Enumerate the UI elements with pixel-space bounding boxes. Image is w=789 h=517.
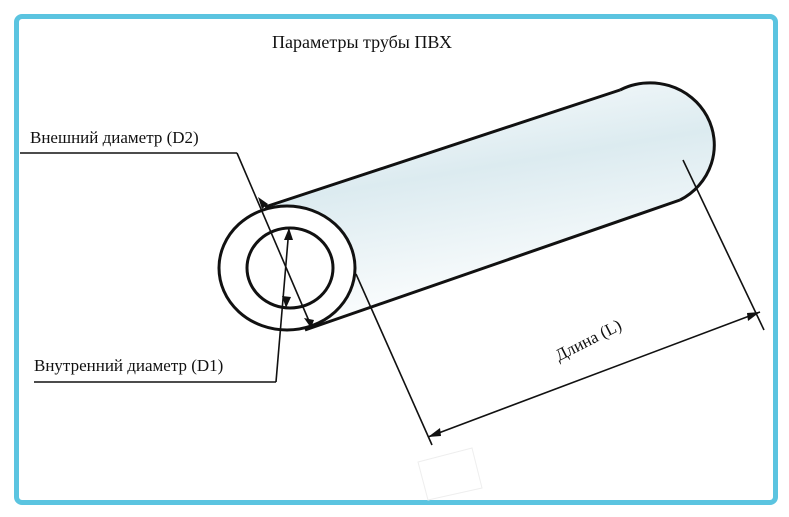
length-extension-left bbox=[355, 273, 433, 446]
outer-diameter-line bbox=[236, 152, 313, 329]
faint-shape bbox=[417, 447, 483, 501]
pipe-bottom-edge bbox=[304, 198, 681, 332]
outer-diameter-label: Внешний диаметр (D2) bbox=[30, 128, 199, 147]
length-dimension-line bbox=[427, 311, 761, 438]
pipe-inner-rim bbox=[245, 226, 335, 310]
length-extension-right bbox=[682, 159, 765, 331]
diagram-title: Параметры трубы ПВХ bbox=[272, 32, 452, 52]
outer-diameter-arrow-top bbox=[258, 197, 268, 209]
inner-diameter-arrow-bottom bbox=[282, 296, 291, 308]
inner-diameter-line bbox=[275, 227, 290, 383]
inner-diameter-arrow-top bbox=[284, 228, 293, 240]
outer-diameter-arrow-bottom bbox=[304, 318, 314, 328]
pipe-far-end bbox=[619, 81, 716, 202]
pipe-top-edge bbox=[264, 88, 621, 209]
length-arrow-left bbox=[428, 428, 441, 437]
inner-diameter-label: Внутренний диаметр (D1) bbox=[34, 356, 224, 375]
pipe-body bbox=[265, 81, 715, 330]
length-arrow-right bbox=[747, 312, 760, 321]
